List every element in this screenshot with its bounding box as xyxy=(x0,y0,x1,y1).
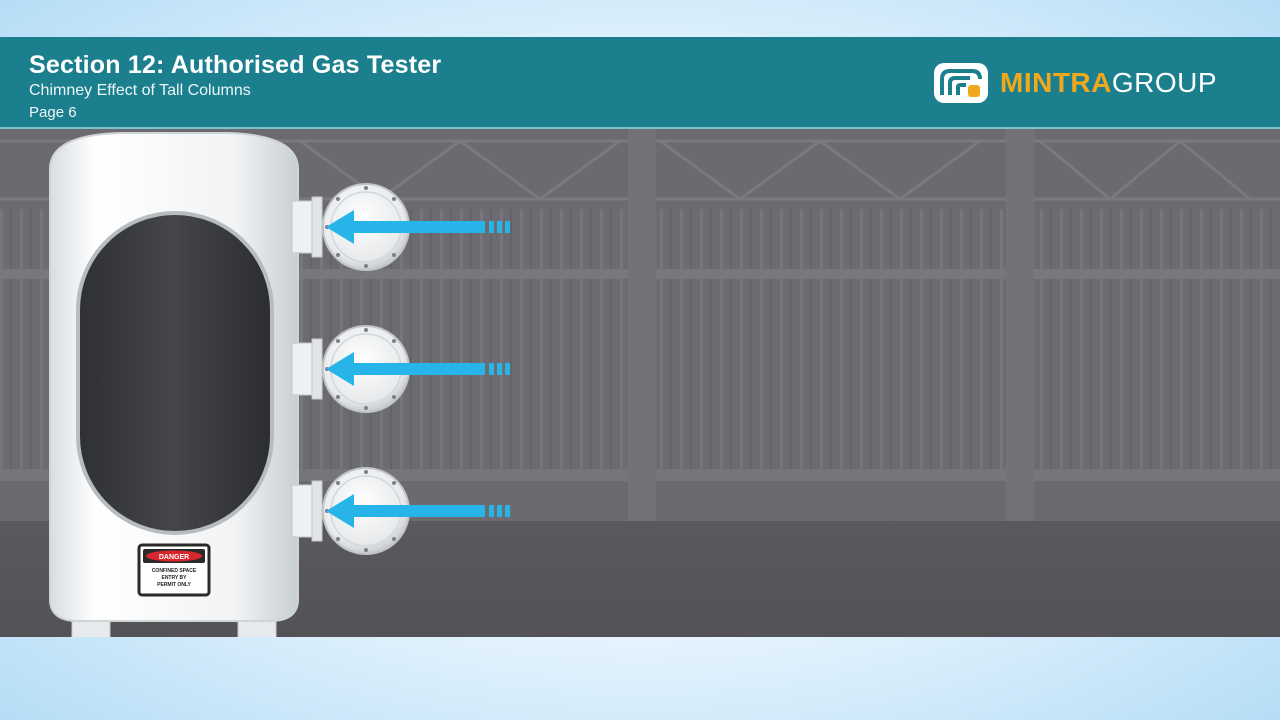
page-number: Page 6 xyxy=(29,104,77,121)
slide-header: Section 12: Authorised Gas Tester Chimne… xyxy=(0,37,1280,129)
wall-column xyxy=(1006,129,1034,524)
nozzle-top xyxy=(291,183,510,271)
wall-column xyxy=(628,129,656,524)
section-title: Section 12: Authorised Gas Tester xyxy=(29,51,442,79)
mintra-group-logo: MINTRAGROUP xyxy=(930,59,1260,107)
danger-sign-line1: CONFINED SPACE xyxy=(152,568,197,574)
logo-text-mintra: MINTRA xyxy=(1000,67,1112,98)
airflow-arrow xyxy=(326,210,510,244)
airflow-arrow xyxy=(326,352,510,386)
airflow-arrow xyxy=(326,494,510,528)
nozzle-bottom xyxy=(291,467,510,555)
logo-wordmark: MINTRAGROUP xyxy=(1000,67,1217,99)
danger-sign-line3: PERMIT ONLY xyxy=(157,582,191,588)
logo-text-group: GROUP xyxy=(1111,67,1218,98)
danger-sign: DANGER CONFINED SPACE ENTRY BY PERMIT ON… xyxy=(137,543,211,597)
nozzle-middle xyxy=(291,325,510,413)
slide-subtitle: Chimney Effect of Tall Columns xyxy=(29,82,251,99)
vessel-window xyxy=(76,211,274,535)
slide-frame: Section 12: Authorised Gas Tester Chimne… xyxy=(0,37,1280,637)
danger-sign-header: DANGER xyxy=(159,554,189,561)
danger-sign-line2: ENTRY BY xyxy=(161,575,187,581)
industrial-scene: DANGER CONFINED SPACE ENTRY BY PERMIT ON… xyxy=(0,129,1280,637)
tall-column-vessel: DANGER CONFINED SPACE ENTRY BY PERMIT ON… xyxy=(49,132,299,637)
mintra-logo-icon xyxy=(934,63,988,103)
